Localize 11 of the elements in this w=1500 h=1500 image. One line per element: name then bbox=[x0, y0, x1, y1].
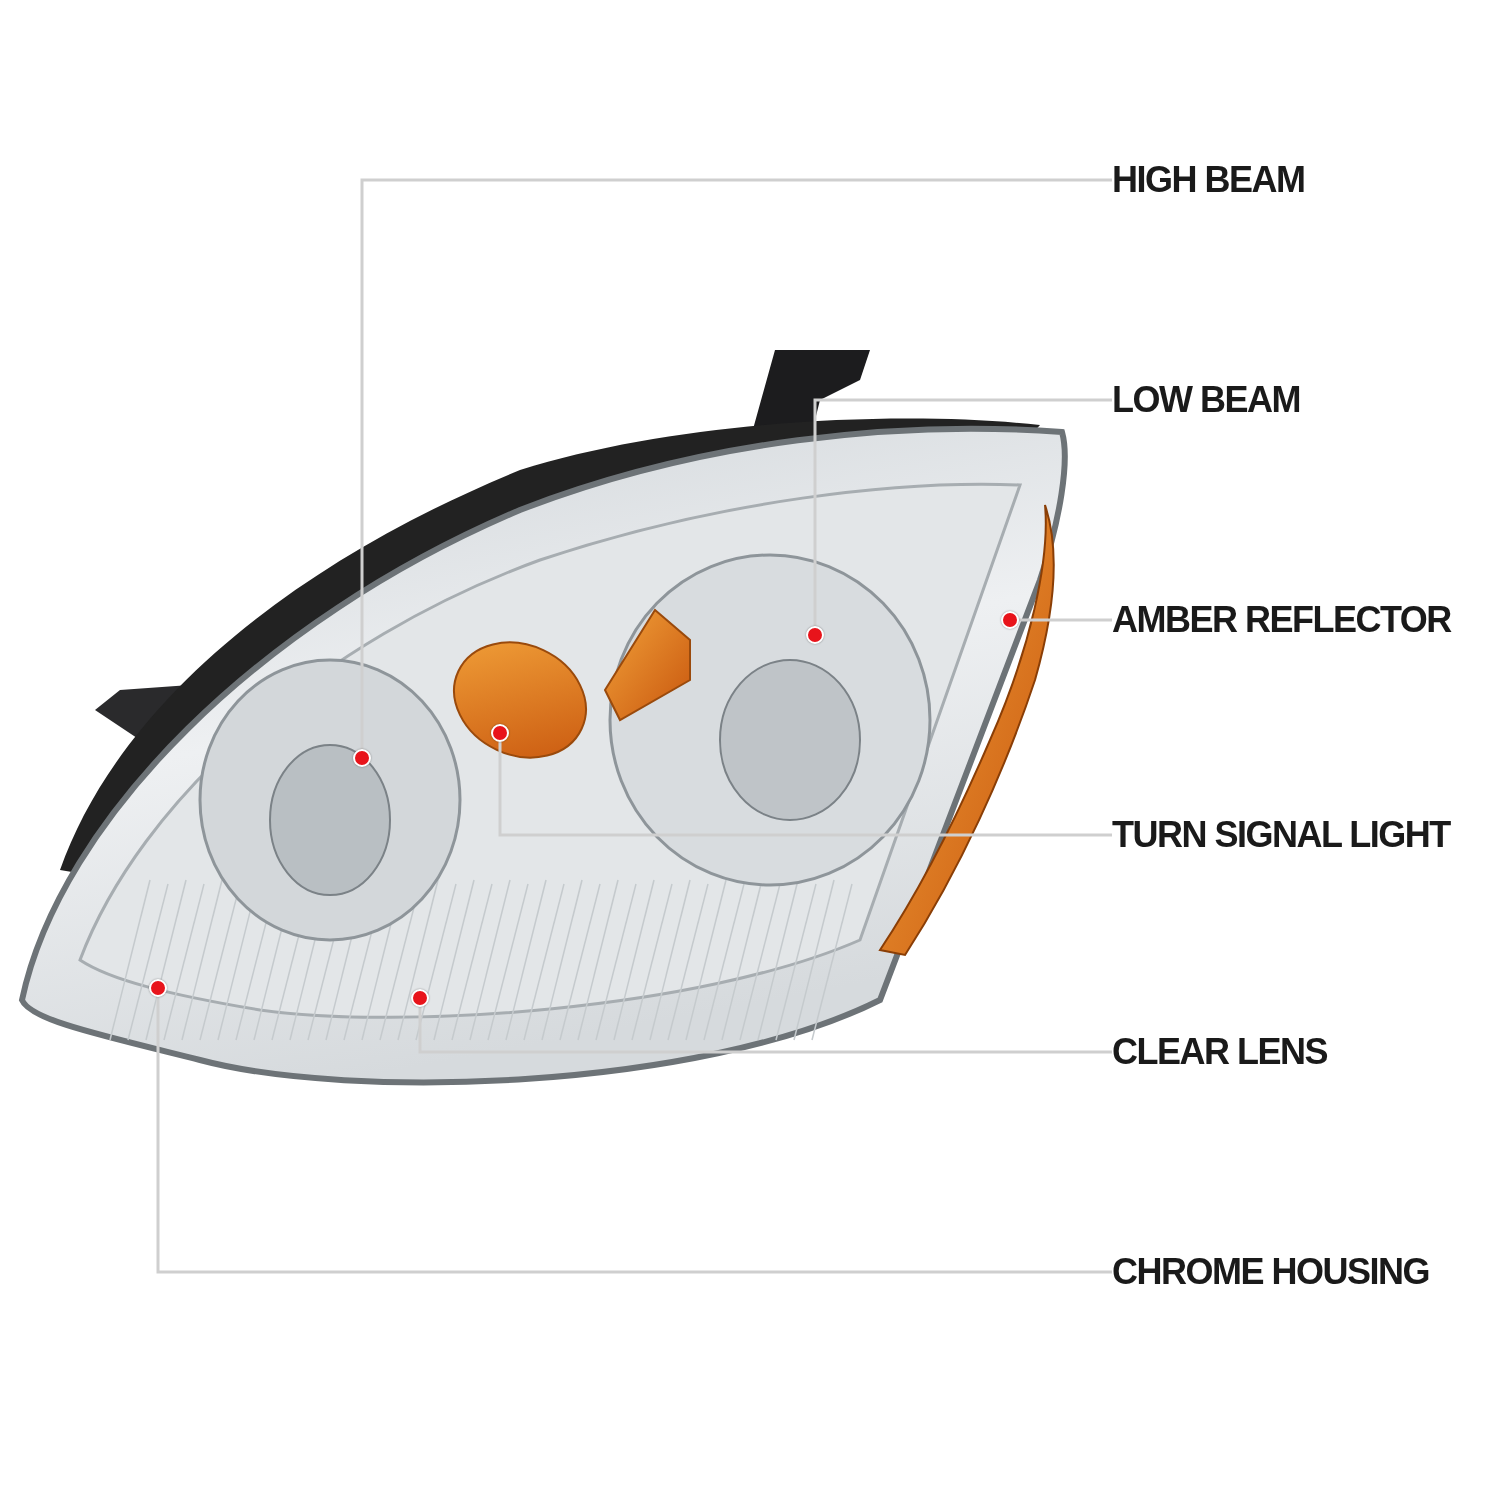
part-label: LOW BEAM bbox=[1112, 379, 1300, 421]
leader-line bbox=[813, 398, 1112, 626]
part-label: AMBER REFLECTOR bbox=[1112, 599, 1451, 641]
part-label: CLEAR LENS bbox=[1112, 1031, 1327, 1073]
leader-line bbox=[418, 1007, 1112, 1054]
leader-line bbox=[360, 178, 1112, 749]
leader-line bbox=[498, 742, 1112, 837]
leader-line bbox=[156, 997, 1112, 1274]
part-label: CHROME HOUSING bbox=[1112, 1251, 1429, 1293]
part-label: TURN SIGNAL LIGHT bbox=[1112, 814, 1450, 856]
part-label: HIGH BEAM bbox=[1112, 159, 1305, 201]
